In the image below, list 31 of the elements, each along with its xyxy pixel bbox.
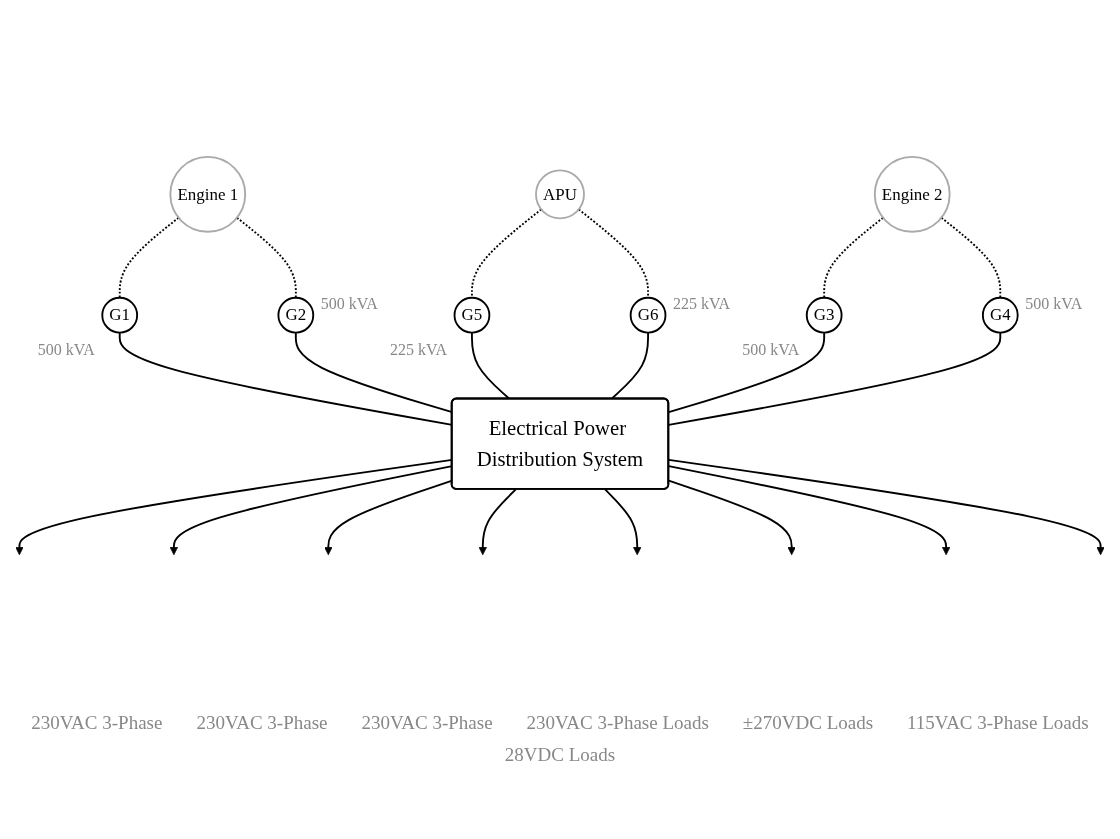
rating-label: 500 kVA bbox=[742, 340, 800, 358]
voltage-label: 115VAC 3-Phase Loads bbox=[907, 712, 1089, 734]
connector bbox=[577, 208, 649, 299]
voltage-label: 230VAC 3-Phase Loads bbox=[526, 712, 709, 734]
connector bbox=[940, 216, 1002, 299]
arrow bbox=[604, 488, 642, 556]
connector bbox=[471, 331, 511, 400]
voltage-label: 28VDC Loads bbox=[504, 744, 616, 766]
node-circle: G4 bbox=[981, 296, 1019, 334]
arrow bbox=[478, 488, 517, 556]
rating-label: 500 kVA bbox=[320, 295, 378, 313]
rating-label: 500 kVA bbox=[37, 340, 95, 358]
connector bbox=[236, 216, 297, 299]
voltage-label: 230VAC 3-Phase bbox=[196, 712, 328, 734]
node-circle: APU bbox=[535, 169, 585, 220]
node-circle: G5 bbox=[453, 296, 491, 334]
rating-label: 225 kVA bbox=[673, 295, 731, 313]
voltage-label: 230VAC 3-Phase bbox=[361, 712, 493, 734]
rating-label: 225 kVA bbox=[389, 340, 447, 358]
connector bbox=[471, 208, 543, 299]
voltage-label: 230VAC 3-Phase bbox=[31, 712, 163, 734]
connector bbox=[610, 331, 649, 400]
node-circle: Engine 2 bbox=[873, 156, 951, 233]
rating-label: 500 kVA bbox=[1025, 295, 1083, 313]
node-circle: G3 bbox=[805, 296, 843, 334]
node-circle: G6 bbox=[629, 296, 667, 334]
node-circle: G2 bbox=[277, 296, 315, 334]
voltage-label: ±270VDC Loads bbox=[742, 712, 874, 734]
node-circle: G1 bbox=[101, 296, 139, 334]
connector bbox=[823, 216, 884, 299]
node-circle: Engine 1 bbox=[169, 156, 247, 233]
